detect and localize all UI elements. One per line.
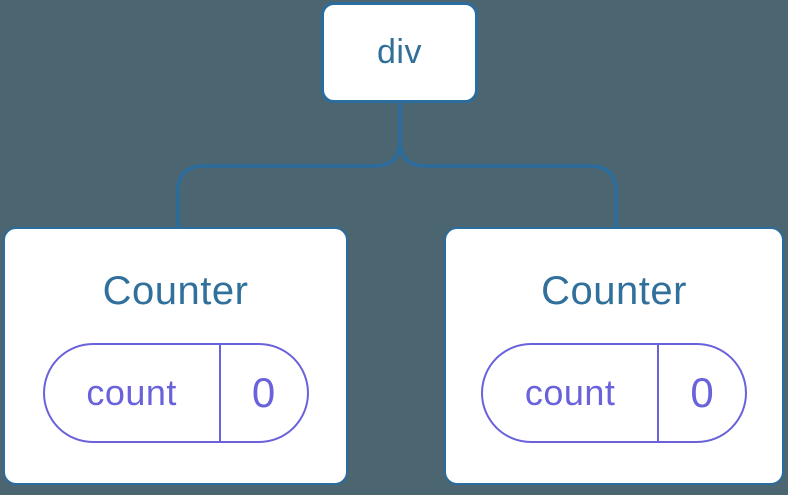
counter-node-right: Counter count 0 xyxy=(444,227,784,485)
root-node-label: div xyxy=(377,33,422,71)
state-pill: count 0 xyxy=(42,343,309,443)
state-value: 0 xyxy=(251,369,276,416)
counter-node-left: Counter count 0 xyxy=(3,227,348,485)
state-pill: count 0 xyxy=(481,343,747,443)
counter-node-label: Counter xyxy=(102,269,249,313)
state-value: 0 xyxy=(690,369,714,416)
state-key-label: count xyxy=(45,345,221,441)
connector-right-child xyxy=(398,102,618,228)
state-key-label: count xyxy=(483,345,660,441)
root-node-div: div xyxy=(321,2,478,103)
connector-left-child xyxy=(176,102,402,228)
counter-node-label: Counter xyxy=(541,269,687,313)
